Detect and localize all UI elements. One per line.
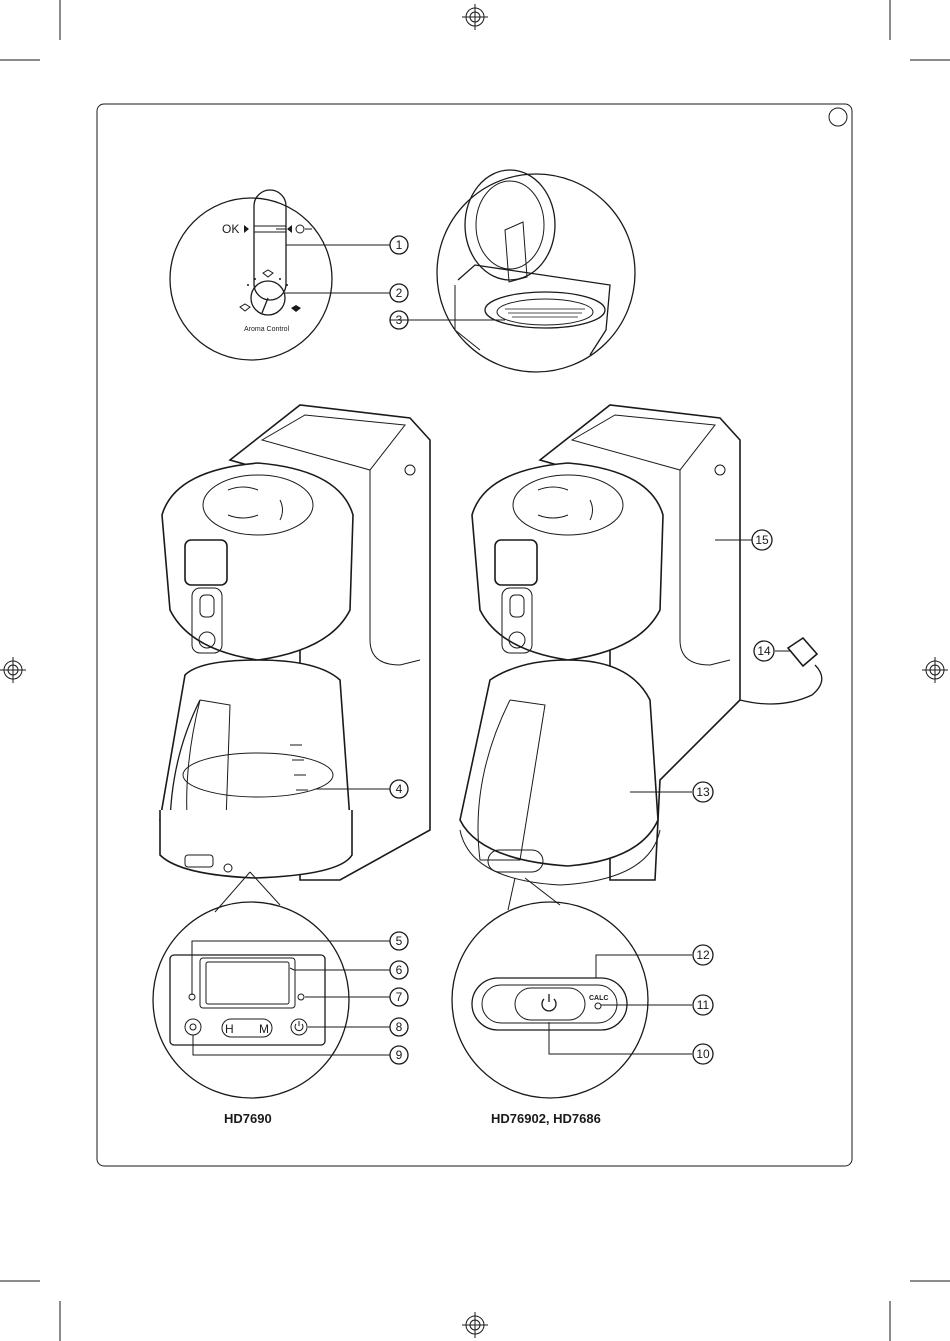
callout-7: 7 bbox=[390, 988, 408, 1006]
minutes-button-label: M bbox=[259, 1022, 269, 1036]
power-button-large bbox=[515, 988, 585, 1020]
svg-text:4: 4 bbox=[396, 782, 403, 796]
svg-text:8: 8 bbox=[396, 1020, 403, 1034]
callout-9: 9 bbox=[390, 1046, 408, 1064]
callout-11: 11 bbox=[693, 995, 713, 1015]
coffee-maker-glass-jug bbox=[160, 405, 430, 880]
svg-text:6: 6 bbox=[396, 963, 403, 977]
timer-button bbox=[185, 1019, 201, 1035]
callout-13: 13 bbox=[693, 782, 713, 802]
callout-2: 2 bbox=[390, 284, 408, 302]
ok-label: OK bbox=[222, 222, 239, 236]
svg-text:12: 12 bbox=[696, 948, 710, 962]
registration-mark-right bbox=[922, 657, 948, 683]
svg-text:13: 13 bbox=[696, 785, 710, 799]
callout-8: 8 bbox=[390, 1018, 408, 1036]
registration-mark-left bbox=[0, 657, 26, 683]
svg-text:3: 3 bbox=[396, 313, 403, 327]
model-caption-right: HD76902, HD7686 bbox=[491, 1111, 601, 1126]
callout-14: 14 bbox=[754, 641, 774, 661]
aroma-control-label: Aroma Control bbox=[244, 326, 290, 333]
callout-6: 6 bbox=[390, 961, 408, 979]
svg-text:10: 10 bbox=[696, 1047, 710, 1061]
svg-text:14: 14 bbox=[757, 644, 771, 658]
callout-1: 1 bbox=[390, 236, 408, 254]
corner-marker bbox=[829, 108, 847, 126]
registration-mark-top bbox=[462, 4, 488, 30]
svg-text:5: 5 bbox=[396, 934, 403, 948]
svg-text:11: 11 bbox=[697, 998, 710, 1012]
detail-controls: OK Aroma Control bbox=[170, 190, 332, 360]
svg-text:7: 7 bbox=[396, 990, 403, 1004]
model-caption-left: HD7690 bbox=[224, 1111, 272, 1126]
svg-text:1: 1 bbox=[396, 238, 403, 252]
detail-panel-hd7690: H M bbox=[153, 872, 349, 1098]
callout-12: 12 bbox=[693, 945, 713, 965]
detail-panel-hd76902: CALC bbox=[452, 878, 648, 1098]
callout-5: 5 bbox=[390, 932, 408, 950]
detail-filter-holder bbox=[437, 170, 635, 372]
callout-15: 15 bbox=[752, 530, 772, 550]
callout-10: 10 bbox=[693, 1044, 713, 1064]
svg-text:15: 15 bbox=[755, 533, 769, 547]
hours-button-label: H bbox=[225, 1022, 234, 1036]
svg-text:9: 9 bbox=[396, 1048, 403, 1062]
registration-mark-bottom bbox=[462, 1312, 488, 1338]
calc-label: CALC bbox=[589, 995, 608, 1002]
svg-text:2: 2 bbox=[396, 286, 403, 300]
